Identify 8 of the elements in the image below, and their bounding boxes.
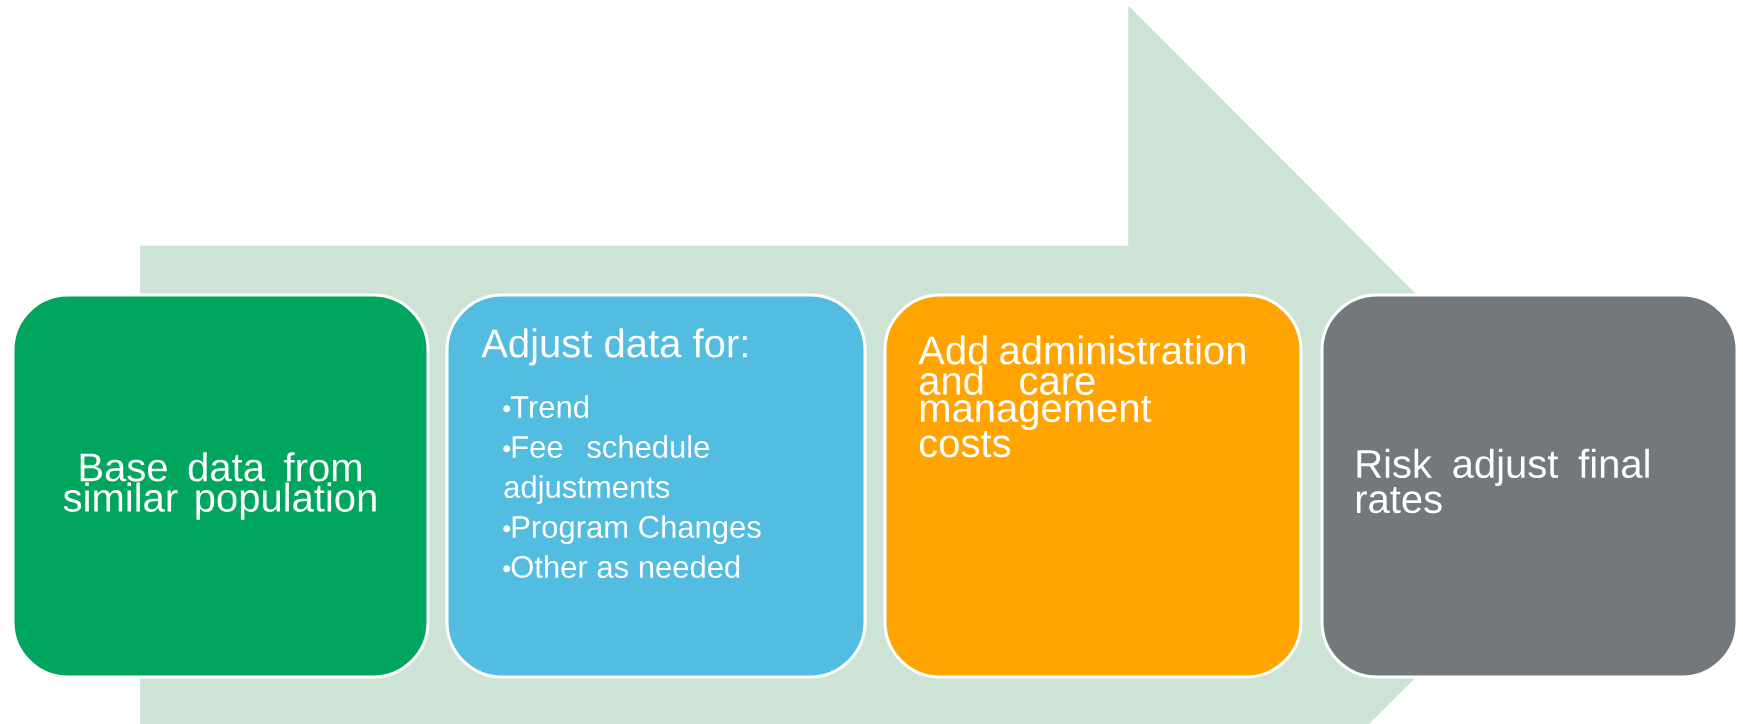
bullet-item: Fee schedule adjustments [503,435,710,505]
process-box: Adjust data for: Trend Fee schedule adjustments Program Changes Other as needed [445,293,867,679]
bullet-item: Program Changes [503,515,761,545]
process-box: Add administration and care management costs [883,293,1303,679]
process-box: Risk adjust final rates [1320,293,1739,679]
bullet-item: Trend [503,395,589,418]
process-box: Base data from similar population [11,293,430,679]
bullet-item: Other as needed [503,555,740,578]
